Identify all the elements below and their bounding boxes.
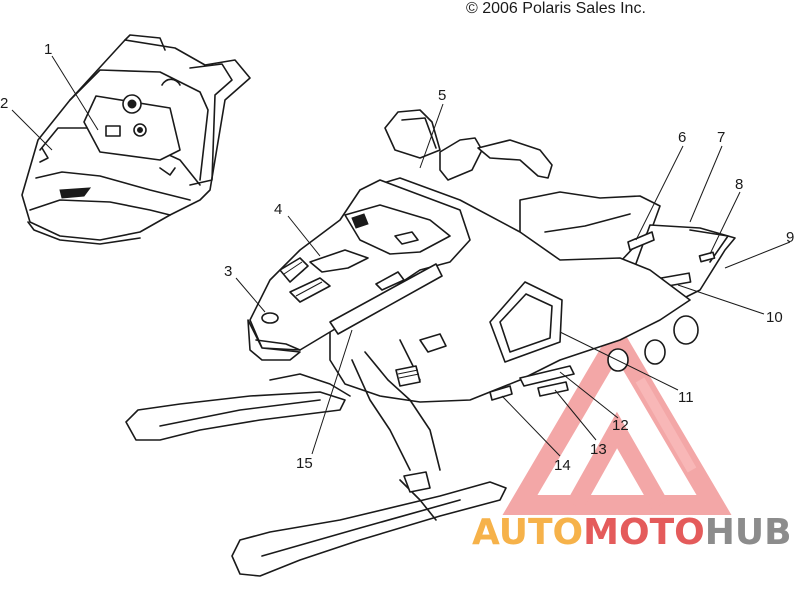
callout-8: 8 <box>735 176 743 193</box>
watermark-hub: HUB <box>704 512 792 553</box>
callout-12: 12 <box>612 417 629 434</box>
watermark-text: AUTOMOTOHUB <box>472 512 792 553</box>
callout-13: 13 <box>590 441 607 458</box>
leader-lines <box>11 55 791 457</box>
watermark-logo-icon <box>502 320 732 515</box>
copyright-notice: © 2006 Polaris Sales Inc. <box>466 0 646 17</box>
callout-7: 7 <box>717 129 725 146</box>
callout-4: 4 <box>274 201 282 218</box>
callout-14: 14 <box>554 457 571 474</box>
callout-15: 15 <box>296 455 313 472</box>
callout-11: 11 <box>678 389 694 406</box>
callout-numbers: 1 2 3 4 5 6 7 8 9 10 11 12 13 14 15 <box>0 41 794 474</box>
watermark-auto: AUTO <box>472 512 584 553</box>
callout-9: 9 <box>786 229 794 246</box>
callout-2: 2 <box>0 95 8 112</box>
callout-3: 3 <box>224 263 232 280</box>
callout-5: 5 <box>438 87 446 104</box>
callout-1: 1 <box>44 41 52 58</box>
watermark-moto: MOTO <box>583 512 705 553</box>
snowmobile-main-drawing <box>125 109 736 577</box>
callout-10: 10 <box>766 309 783 326</box>
callout-6: 6 <box>678 129 686 146</box>
hood-inset-drawing <box>21 34 251 245</box>
